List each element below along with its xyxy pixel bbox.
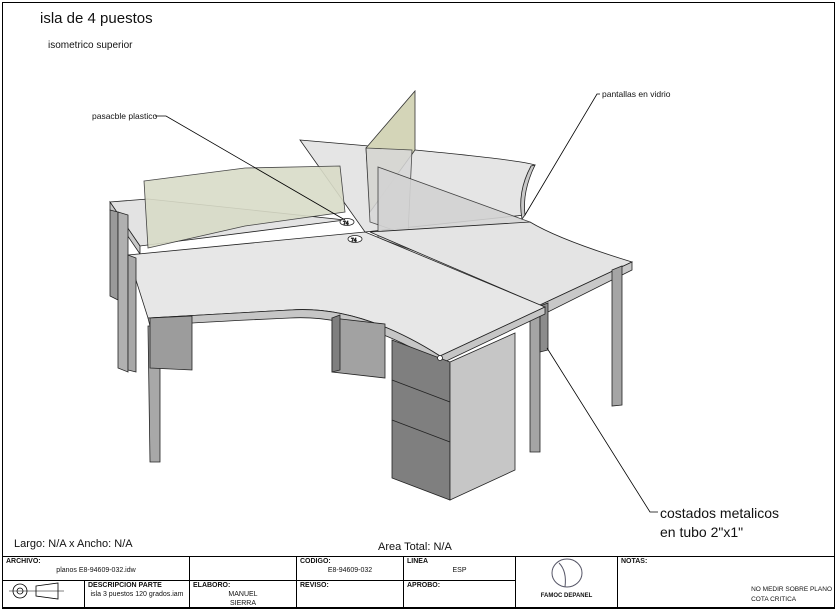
company-name: FAMOC DEPANEL — [540, 593, 593, 599]
note-cota-critica: COTA CRITICA — [751, 596, 797, 603]
descripcion-value: isla 3 puestos 120 grados.iam — [90, 591, 184, 598]
leader-lines — [155, 93, 658, 513]
elaboro-value-1: MANUEL — [228, 591, 258, 598]
leader-pasacable — [155, 115, 346, 221]
view-label: isometrico superior — [48, 40, 133, 51]
dimensions-label: Largo: N/A x Ancho: N/A — [14, 538, 133, 550]
leg-right-outer — [611, 265, 623, 407]
svg-text:74: 74 — [343, 221, 349, 227]
company-logo-cell: FAMOC DEPANEL — [515, 556, 618, 609]
codigo-label: CODIGO: — [300, 558, 331, 565]
callout-costados-line1: costados metalicos — [660, 505, 780, 521]
pedestal-center — [331, 314, 386, 379]
notas-label: NOTAS: — [621, 558, 648, 565]
linea-cell: LINEA ESP — [403, 556, 516, 581]
company-logo-icon — [551, 558, 582, 588]
callout-costados: costados metalicos en tubo 2"x1" — [660, 504, 779, 542]
notas-cell: NOTAS: NO MEDIR SOBRE PLANO COTA CRITICA — [617, 556, 835, 609]
leg-front-left — [127, 254, 137, 373]
workstation-isometric-drawing: 74 74 — [109, 89, 658, 513]
reviso-label: REVISO: — [300, 582, 329, 589]
codigo-cell: CODIGO: E8-94609-032 — [296, 556, 404, 581]
pedestal-front — [391, 332, 516, 501]
elaboro-label: ELABORO: — [193, 582, 231, 589]
leg-right-front — [529, 305, 541, 453]
area-label: Area Total: N/A — [378, 541, 452, 553]
elaboro-cell: ELABORO: MANUEL SIERRA — [189, 580, 297, 609]
linea-value: ESP — [452, 567, 467, 574]
callout-pasacable: pasacble plastico — [92, 111, 158, 121]
leader-pantallas — [524, 93, 600, 216]
callout-pantallas: pantallas en vidrio — [602, 89, 671, 99]
aprobo-label: APROBO: — [407, 582, 441, 589]
note-no-medir: NO MEDIR SOBRE PLANO — [751, 586, 832, 593]
cable-grommets: 74 74 — [339, 218, 363, 244]
pedestal-left — [149, 315, 193, 371]
archivo-label: ARCHIVO: — [6, 558, 41, 565]
title-block: ARCHIVO: planos E8-94609-032.idw CODIGO:… — [2, 556, 835, 609]
svg-text:74: 74 — [351, 238, 357, 244]
drawing-title: isla de 4 puestos — [40, 10, 153, 27]
descripcion-cell: DESCRIPCION PARTE isla 3 puestos 120 gra… — [84, 580, 190, 609]
aprobo-cell: APROBO: — [403, 580, 516, 609]
reviso-cell: REVISO: — [296, 580, 404, 609]
glass-screen-left — [143, 165, 346, 249]
callout-costados-line2: en tubo 2"x1" — [660, 524, 744, 540]
codigo-value: E8-94609-032 — [327, 567, 373, 574]
elaboro-value-2: SIERRA — [229, 600, 257, 607]
archivo-value: planos E8-94609-032.idw — [56, 567, 136, 574]
right-desk-wing — [369, 221, 634, 453]
descripcion-label: DESCRIPCION PARTE — [88, 582, 162, 589]
leader-costados — [546, 347, 658, 513]
archivo-cell: ARCHIVO: planos E8-94609-032.idw — [2, 556, 190, 581]
projection-symbol-icon — [9, 582, 64, 600]
linea-label: LINEA — [407, 558, 428, 565]
projection-symbol-cell — [2, 580, 85, 609]
